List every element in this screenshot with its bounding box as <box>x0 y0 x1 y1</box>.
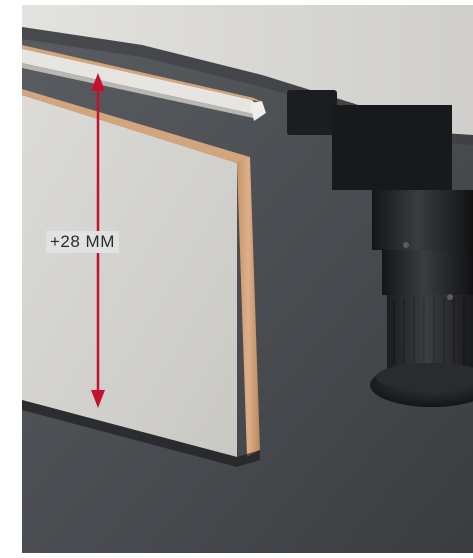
plinth-scene <box>22 5 473 553</box>
board-side-edge <box>237 157 260 457</box>
arrow-down-icon <box>91 390 105 408</box>
plinth-photo <box>22 5 473 553</box>
board-shadow <box>22 400 260 467</box>
dimension-label: +28 MM <box>46 231 119 253</box>
plinth-clip <box>22 45 266 121</box>
cabinet-base <box>22 5 473 135</box>
board-top-edge <box>22 89 250 163</box>
adjustable-foot <box>287 90 473 407</box>
arrow-up-icon <box>91 73 105 91</box>
plinth-board <box>22 95 237 457</box>
